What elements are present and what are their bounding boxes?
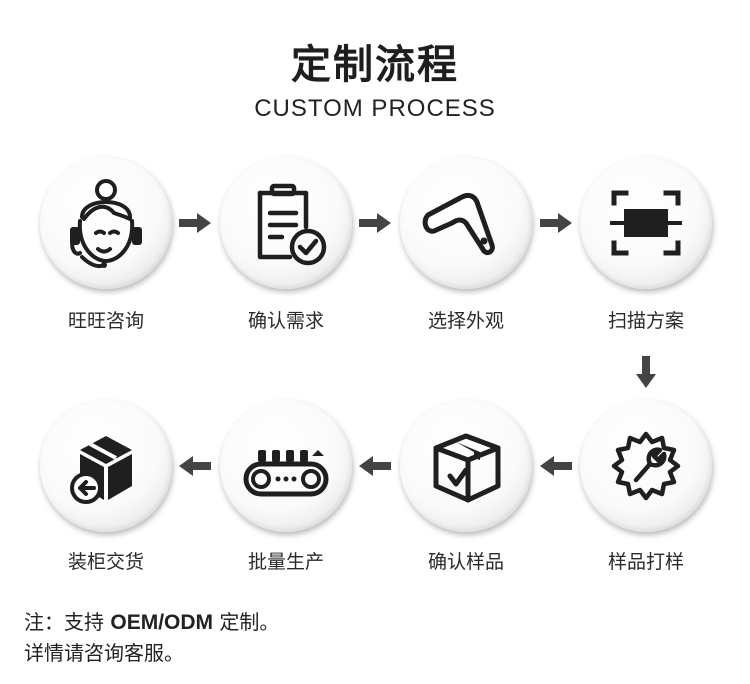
step-circle-delivery <box>40 400 172 532</box>
arrow-down-icon <box>636 356 656 388</box>
step-label-consult: 旺旺咨询 <box>67 310 144 332</box>
page-title: 定制流程 <box>291 42 459 88</box>
gear-wrench-icon <box>611 431 681 501</box>
step-label-scan-plan: 扫描方案 <box>607 310 684 332</box>
checklist-icon <box>257 183 327 266</box>
step-label-confirm-sample: 确认样品 <box>427 551 504 573</box>
customer-service-icon <box>70 179 142 268</box>
step-circle-confirm-sample <box>400 400 532 532</box>
step-circle-confirm-needs <box>220 157 352 289</box>
step-label-confirm-needs: 确认需求 <box>247 310 324 332</box>
step-label-delivery: 装柜交货 <box>67 551 144 573</box>
footer-note: 注：支持 OEM/ODM 定制。 详情请咨询客服。 <box>24 607 279 668</box>
step-label-choose-look: 选择外观 <box>427 310 504 332</box>
step-circle-mass-production <box>220 400 352 532</box>
arrow-right-icon <box>359 213 391 233</box>
step-circle-scan-plan <box>580 157 712 289</box>
step-circle-consult <box>40 157 172 289</box>
page-subtitle: CUSTOM PROCESS <box>254 95 496 122</box>
box-return-icon <box>70 436 132 504</box>
footer-suffix: 定制。 <box>213 610 280 634</box>
arrow-right-icon <box>179 213 211 233</box>
box-check-icon <box>433 433 501 503</box>
footer-line-1: 注：支持 OEM/ODM 定制。 <box>24 607 279 638</box>
barcode-scanner-icon <box>422 192 495 256</box>
arrow-left-icon <box>540 456 572 476</box>
scan-frame-icon <box>610 190 682 256</box>
footer-prefix: 注：支持 <box>24 610 111 634</box>
footer-oem-odm: OEM/ODM <box>110 611 214 634</box>
step-circle-choose-look <box>400 157 532 289</box>
arrow-left-icon <box>359 456 391 476</box>
conveyor-belt-icon <box>243 450 329 497</box>
arrow-left-icon <box>179 456 211 476</box>
footer-line-2: 详情请咨询客服。 <box>24 641 184 665</box>
step-label-sample-making: 样品打样 <box>607 551 684 573</box>
step-label-mass-production: 批量生产 <box>247 551 324 573</box>
step-circle-sample-making <box>580 400 712 532</box>
arrow-right-icon <box>540 213 572 233</box>
